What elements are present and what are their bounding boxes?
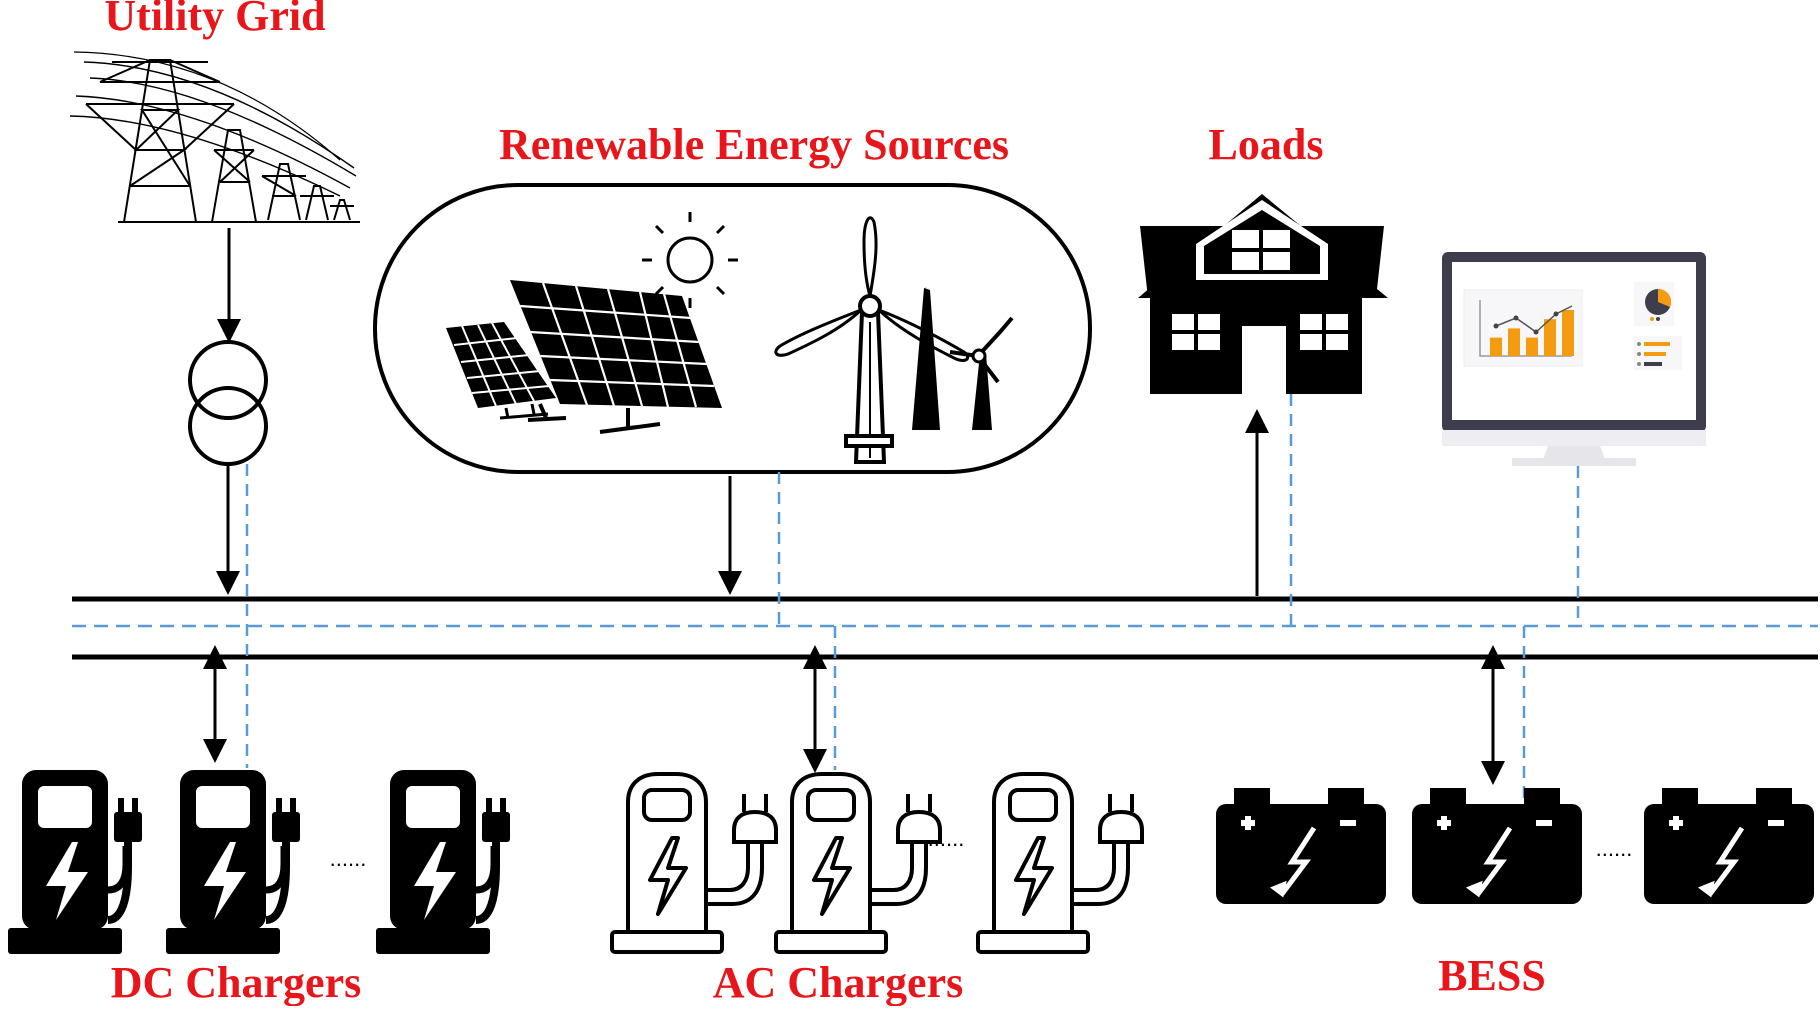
renewable-sources-box bbox=[373, 183, 1092, 474]
dc-charger-icon bbox=[8, 770, 510, 954]
monitor-bar bbox=[1544, 319, 1556, 356]
monitor-bar bbox=[1508, 328, 1520, 356]
ac-charger-icon bbox=[610, 772, 1144, 954]
house-icon bbox=[1138, 194, 1388, 394]
bess-ellipsis: ...... bbox=[1596, 836, 1633, 861]
label-loads: Loads bbox=[1209, 120, 1324, 169]
wind-turbine-icon bbox=[773, 215, 1014, 464]
label-utility-grid: Utility Grid bbox=[104, 0, 325, 40]
monitor-bar bbox=[1490, 337, 1502, 356]
monitor-dashboard-icon bbox=[1442, 252, 1706, 466]
battery-icon bbox=[1216, 788, 1814, 904]
solar-panel-icon bbox=[446, 280, 722, 434]
label-dc-chargers: DC Chargers bbox=[111, 958, 362, 1006]
sun-icon bbox=[642, 212, 738, 308]
transmission-tower-icon bbox=[69, 51, 360, 223]
transformer-icon bbox=[188, 340, 268, 466]
label-bess: BESS bbox=[1438, 951, 1546, 1000]
ac-chargers-ellipsis: ...... bbox=[928, 826, 965, 851]
dc-chargers-ellipsis: ...... bbox=[330, 846, 367, 871]
label-ac-chargers: AC Chargers bbox=[713, 958, 964, 1006]
label-renewable-sources: Renewable Energy Sources bbox=[499, 120, 1009, 169]
monitor-bar bbox=[1526, 337, 1538, 356]
monitor-bar bbox=[1562, 310, 1574, 356]
monitor-bar-chart bbox=[1490, 310, 1574, 356]
communication-lines bbox=[245, 394, 1580, 800]
